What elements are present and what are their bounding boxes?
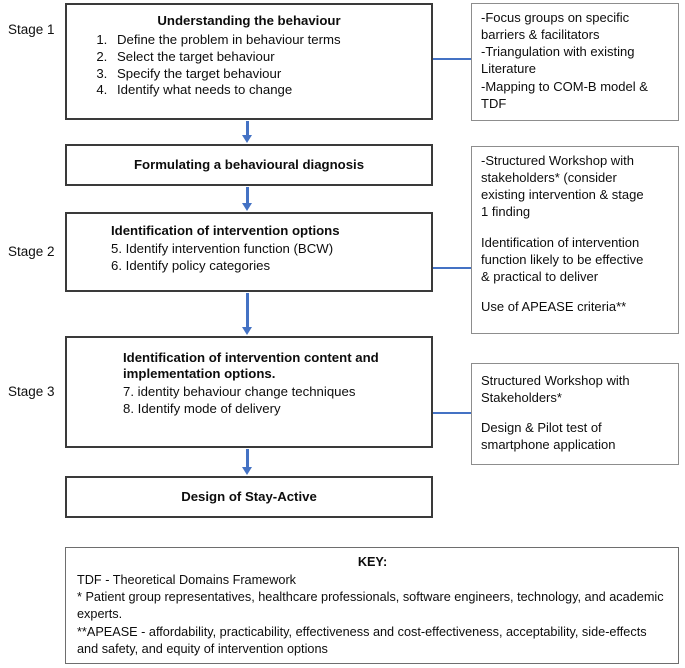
box-intervention-content-list: 7. identity behaviour change techniques … (123, 384, 421, 418)
list-item: Define the problem in behaviour terms (111, 32, 421, 49)
list-item: Specify the target behaviour (111, 66, 421, 83)
list-item: Identify what needs to change (111, 82, 421, 99)
key-title: KEY: (357, 555, 388, 569)
connector-stage2 (433, 267, 471, 269)
stage-label-3: Stage 3 (8, 384, 55, 399)
side-note-line: TDF (481, 95, 507, 111)
list-item: 7. identity behaviour change techniques (123, 384, 356, 400)
connector-stage1 (433, 58, 471, 60)
side-note-stage2[interactable]: -Structured Workshop with stakeholders* … (471, 146, 679, 334)
side-note-line: Use of APEASE criteria** (481, 299, 627, 315)
side-note-line: Literature (481, 61, 536, 77)
side-note-line: Identification of intervention (481, 234, 640, 250)
box-design-title: Design of Stay-Active (181, 488, 317, 504)
key-line: * Patient group representatives, healthc… (77, 590, 664, 622)
side-note-line: smartphone application (481, 437, 616, 453)
side-note-line: 1 finding (481, 204, 531, 220)
box-formulating-diagnosis[interactable]: Formulating a behavioural diagnosis (65, 144, 433, 186)
side-note-line: function likely to be effective (481, 251, 644, 267)
arrow-intervention-options-to-content (242, 293, 252, 335)
list-item: 6. Identify policy categories (111, 257, 271, 273)
box-diagnosis-title: Formulating a behavioural diagnosis (133, 156, 365, 172)
connector-stage3 (433, 412, 471, 414)
box-understanding-title: Understanding the behaviour (157, 13, 341, 28)
side-note-stage1[interactable]: -Focus groups on specific barriers & fac… (471, 3, 679, 121)
box-intervention-content[interactable]: Identification of intervention content a… (65, 336, 433, 448)
arrow-diagnosis-to-intervention-options (242, 187, 252, 211)
arrow-understanding-to-diagnosis (242, 121, 252, 143)
stage-label-2: Stage 2 (8, 244, 55, 259)
box-intervention-options-list: 5. Identify intervention function (BCW) … (111, 241, 421, 275)
side-note-line: existing intervention & stage (481, 187, 644, 203)
box-understanding-list: Define the problem in behaviour terms Se… (77, 32, 421, 99)
box-design-of-stay-active[interactable]: Design of Stay-Active (65, 476, 433, 518)
side-note-line: stakeholders* (consider (481, 170, 617, 186)
box-intervention-content-title-line1: Identification of intervention content a… (123, 350, 379, 365)
key-line: TDF - Theoretical Domains Framework (77, 573, 297, 588)
box-understanding-the-behaviour[interactable]: Understanding the behaviour Define the p… (65, 3, 433, 120)
side-note-line: & practical to deliver (481, 268, 599, 284)
side-note-line: -Triangulation with existing (481, 44, 635, 60)
side-note-line: barriers & facilitators (481, 27, 600, 43)
side-note-line: Stakeholders* (481, 390, 562, 406)
box-intervention-options[interactable]: Identification of intervention options 5… (65, 212, 433, 292)
list-item: 8. Identify mode of delivery (123, 400, 281, 416)
side-note-line: -Focus groups on specific (481, 10, 630, 25)
box-intervention-content-title-line2: implementation options. (123, 366, 276, 382)
side-note-stage3[interactable]: Structured Workshop with Stakeholders* D… (471, 363, 679, 465)
box-intervention-options-title: Identification of intervention options (111, 223, 340, 238)
key-line: **APEASE - affordability, practicability… (77, 624, 647, 656)
list-item: Select the target behaviour (111, 49, 421, 66)
key-legend-box[interactable]: KEY: TDF - Theoretical Domains Framework… (65, 547, 679, 664)
side-note-line: Design & Pilot test of (481, 420, 602, 436)
list-item: 5. Identify intervention function (BCW) (111, 241, 334, 257)
side-note-line: Structured Workshop with (481, 373, 630, 388)
side-note-line: -Structured Workshop with (481, 153, 634, 168)
side-note-line: -Mapping to COM-B model & (481, 78, 648, 94)
stage-label-1: Stage 1 (8, 22, 55, 37)
arrow-content-to-design (242, 449, 252, 475)
